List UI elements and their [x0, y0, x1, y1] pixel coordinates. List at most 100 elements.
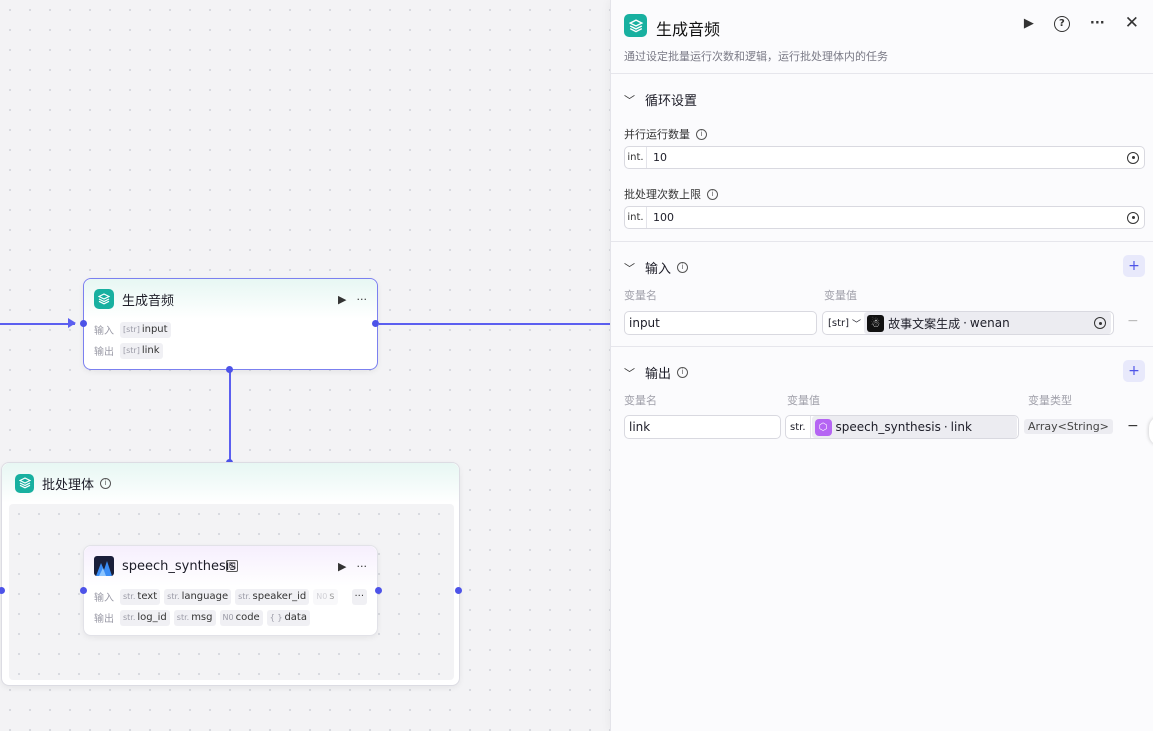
node-header: speech_synthesis ⊡ ▶ ···	[84, 546, 377, 586]
variable-ref-icon[interactable]	[1094, 317, 1106, 329]
field-value[interactable]: link	[629, 420, 651, 434]
batch-limit-input[interactable]: int. 100	[624, 206, 1145, 229]
input-tag-speaker-id: str.speaker_id	[235, 588, 310, 605]
remove-output-button[interactable]: −	[1127, 418, 1139, 434]
variable-ref-icon[interactable]	[1127, 211, 1139, 224]
more-icon[interactable]: ···	[1089, 16, 1105, 31]
output-port[interactable]	[372, 320, 379, 327]
type-badge: [str]	[123, 325, 140, 334]
inputs-label: 输入	[94, 326, 114, 337]
panel-description: 通过设定批量运行次数和逻辑，运行批处理体内的任务	[624, 50, 888, 63]
label-text: 批处理次数上限	[624, 188, 701, 201]
speech-synthesis-node[interactable]: speech_synthesis ⊡ ▶ ··· 输入 str.text str…	[83, 545, 378, 636]
field-value[interactable]: input	[629, 316, 660, 330]
loop-section-title: 循环设置	[645, 94, 698, 109]
input-var-value-field[interactable]: [str] ﹀ ☃ 故事文案生成 · wenan	[822, 311, 1114, 335]
close-icon[interactable]: ✕	[1124, 13, 1139, 33]
loop-section-header[interactable]: ﹀ 循环设置	[624, 90, 698, 110]
run-icon[interactable]: ▶	[1023, 16, 1034, 31]
ghost-logo-icon: ☃	[867, 314, 885, 332]
output-name: data	[284, 612, 307, 623]
info-icon[interactable]: i	[677, 367, 689, 378]
type-selector[interactable]: [str] ﹀	[825, 317, 864, 330]
workflow-canvas[interactable]: 生成音频 ▶ ··· 输入 [str]input 输出 [str]link 批处…	[0, 0, 610, 731]
divider	[611, 241, 1153, 242]
info-icon[interactable]: i	[696, 128, 707, 140]
ref-chip[interactable]: ⬡ speech_synthesis · link	[811, 416, 1017, 438]
input-tag-language: str.language	[164, 588, 232, 605]
ref-field: wenan	[969, 316, 1010, 330]
output-tag: [str]link	[120, 342, 163, 359]
inputs-label: 输入	[94, 593, 114, 604]
output-section-title: 输出	[645, 367, 672, 382]
input-var-name-field[interactable]: input	[624, 311, 817, 335]
remove-input-button[interactable]: −	[1127, 313, 1139, 329]
help-icon[interactable]: ?	[1053, 16, 1070, 32]
input-value[interactable]: 10	[653, 151, 667, 164]
batch-limit-label: 批处理次数上限 i	[624, 186, 718, 202]
chevron-down-icon: ﹀	[852, 319, 862, 330]
info-icon[interactable]: i	[100, 477, 112, 489]
plugin-badge-icon: ⊡	[226, 560, 239, 572]
more-icon[interactable]: ···	[356, 292, 368, 306]
add-input-button[interactable]: +	[1123, 255, 1145, 277]
edge-arrow-into-audio	[68, 318, 76, 328]
parallel-count-label: 并行运行数量 i	[624, 126, 707, 142]
ref-chip[interactable]: ☃ 故事文案生成 · wenan	[864, 312, 1111, 334]
type-badge: N0	[222, 613, 234, 622]
outputs-label: 输出	[94, 614, 114, 625]
batch-audio-node[interactable]: 生成音频 ▶ ··· 输入 [str]input 输出 [str]link	[83, 278, 378, 370]
info-icon[interactable]: i	[677, 262, 689, 273]
parallel-count-input[interactable]: int. 10	[624, 146, 1145, 169]
col-header-name: 变量名	[624, 289, 657, 302]
chevron-down-icon[interactable]: ﹀	[624, 366, 635, 380]
run-icon[interactable]: ▶	[338, 292, 347, 306]
run-icon[interactable]: ▶	[338, 559, 347, 573]
edge-into-audio	[0, 323, 75, 325]
output-var-value-field[interactable]: str. ⬡ speech_synthesis · link	[785, 415, 1019, 439]
output-name: log_id	[137, 612, 167, 623]
input-section-header[interactable]: ﹀ 输入 i	[624, 258, 689, 277]
input-tag-text: str.text	[120, 588, 161, 605]
output-section-header[interactable]: ﹀ 输出 i	[624, 363, 689, 382]
type-badge: str.	[123, 613, 136, 622]
output-port[interactable]	[375, 587, 382, 594]
input-port[interactable]	[80, 320, 87, 327]
type-badge: N0	[316, 592, 328, 601]
col-header-value: 变量值	[787, 394, 820, 407]
info-icon[interactable]: i	[707, 188, 718, 200]
container-header: 批处理体 i	[2, 463, 459, 503]
col-header-type: 变量类型	[1028, 394, 1072, 407]
divider	[611, 73, 1153, 74]
panel-app-icon	[624, 14, 647, 37]
panel-resize-handle[interactable]	[1149, 416, 1153, 446]
container-right-port[interactable]	[455, 587, 462, 594]
input-value[interactable]: 100	[653, 211, 674, 224]
variable-ref-icon[interactable]	[1127, 151, 1139, 164]
input-port[interactable]	[80, 587, 87, 594]
layers-icon	[94, 289, 114, 309]
batch-port-top[interactable]	[226, 366, 233, 373]
ref-source: 故事文案生成	[888, 316, 961, 331]
node-outputs-row: 输出 [str]link	[84, 340, 377, 361]
more-icon[interactable]: ···	[356, 559, 368, 573]
plugin-logo-icon	[94, 556, 114, 576]
ref-separator: ·	[943, 420, 948, 434]
outputs-label: 输出	[94, 347, 114, 358]
edge-audio-out	[379, 323, 610, 325]
chevron-down-icon[interactable]: ﹀	[624, 93, 635, 107]
output-name: msg	[191, 612, 213, 623]
output-name: code	[235, 612, 260, 623]
type-badge: str.	[176, 613, 190, 622]
output-var-name-field[interactable]: link	[624, 415, 781, 439]
chevron-down-icon[interactable]: ﹀	[624, 261, 635, 275]
label-text: 并行运行数量	[624, 128, 690, 141]
container-left-port[interactable]	[0, 587, 5, 594]
node-inputs-row: 输入 str.text str.language str.speaker_id …	[84, 586, 377, 607]
more-inputs-button[interactable]: ···	[351, 588, 368, 605]
add-output-button[interactable]: +	[1123, 360, 1145, 382]
panel-title[interactable]: 生成音频	[656, 20, 721, 39]
node-title: 生成音频	[122, 293, 175, 309]
